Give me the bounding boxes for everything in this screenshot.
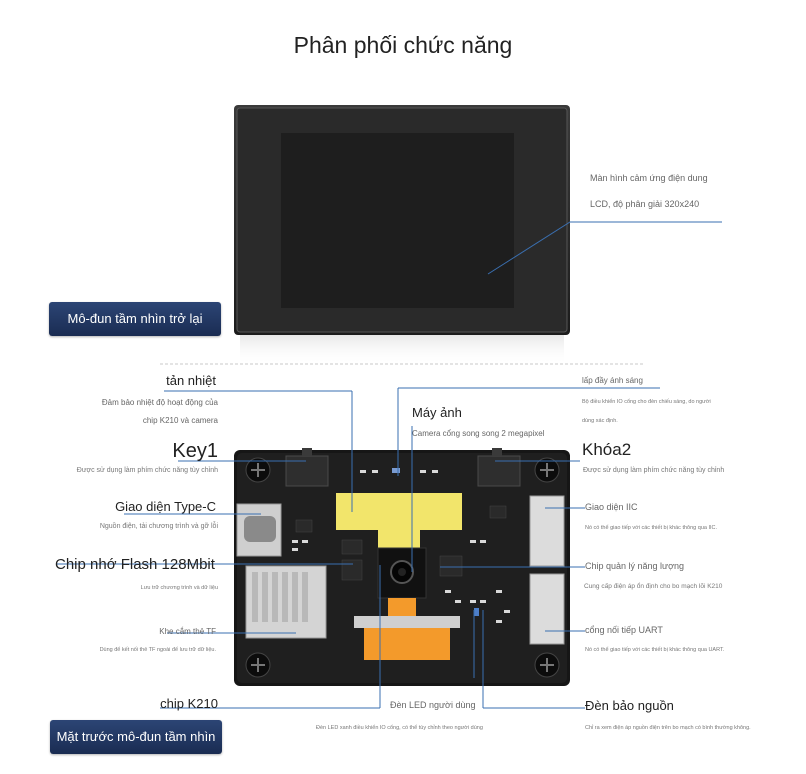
- screen-desc-line2: LCD, độ phân giải 320x240: [590, 199, 700, 209]
- key2-desc: Được sử dụng làm phím chức năng tùy chỉn…: [583, 467, 725, 474]
- iic-label: Giao diện IIC: [585, 502, 638, 512]
- heatsink-desc-1: Đảm bảo nhiệt độ hoạt động của: [101, 398, 218, 407]
- tf-desc: Dùng để kết nối thẻ TF ngoài để lưu trữ …: [99, 647, 216, 653]
- uart-desc: Nó có thể giao tiếp với các thiết bị khá…: [585, 647, 725, 653]
- back-module-badge: Mô-đun tầm nhìn trở lại: [49, 302, 221, 336]
- front-module-badge: Mặt trước mô-đun tầm nhìn: [50, 720, 222, 754]
- fill-light-desc-2: dùng xác định.: [582, 418, 618, 424]
- key2-label: Khóa2: [582, 440, 632, 459]
- flash-label: Chip nhớ Flash 128Mbit: [55, 556, 215, 573]
- power-led-label: Đèn bảo nguồn: [585, 698, 674, 713]
- power-chip-label: Chip quản lý năng lượng: [585, 561, 684, 571]
- user-led-desc: Đèn LED xanh điều khiển IO cổng, có thể …: [316, 725, 483, 731]
- key1-label: Key1: [172, 440, 218, 462]
- user-led-label: Đèn LED người dùng: [390, 700, 476, 710]
- page-title: Phân phối chức năng: [293, 32, 513, 58]
- power-led-desc: Chỉ ra xem điện áp nguồn điện trên bo mạ…: [585, 725, 751, 731]
- k210-label: chip K210: [160, 696, 218, 711]
- uart-label: cổng nối tiếp UART: [585, 625, 663, 635]
- pcb-board: [234, 448, 570, 686]
- lcd-screen-module: [234, 105, 570, 365]
- iic-desc: Nó có thể giao tiếp với các thiết bị khá…: [585, 525, 718, 531]
- camera-desc: Camera cổng song song 2 megapixel: [412, 429, 545, 438]
- flash-desc: Lưu trữ chương trình và dữ liệu: [140, 585, 218, 591]
- camera-label: Máy ảnh: [412, 405, 462, 420]
- heatsink-label: tản nhiệt: [166, 373, 216, 388]
- screen-desc-line1: Màn hình cảm ứng điện dung: [590, 173, 708, 183]
- heatsink-desc-2: chip K210 và camera: [142, 416, 218, 425]
- tf-label: Khe cắm thẻ TF: [159, 627, 216, 636]
- key1-desc: Được sử dụng làm phím chức năng tùy chỉn…: [76, 467, 218, 474]
- power-chip-desc: Cung cấp điện áp ổn định cho bo mạch lõi…: [584, 583, 723, 590]
- fill-light-label: lấp đầy ánh sáng: [582, 376, 643, 385]
- fill-light-desc-1: Bộ điều khiển IO cổng cho đèn chiếu sáng…: [582, 399, 711, 405]
- typec-label: Giao diện Type-C: [115, 499, 216, 514]
- typec-desc: Nguồn điện, tải chương trình và gỡ lỗi: [99, 523, 218, 530]
